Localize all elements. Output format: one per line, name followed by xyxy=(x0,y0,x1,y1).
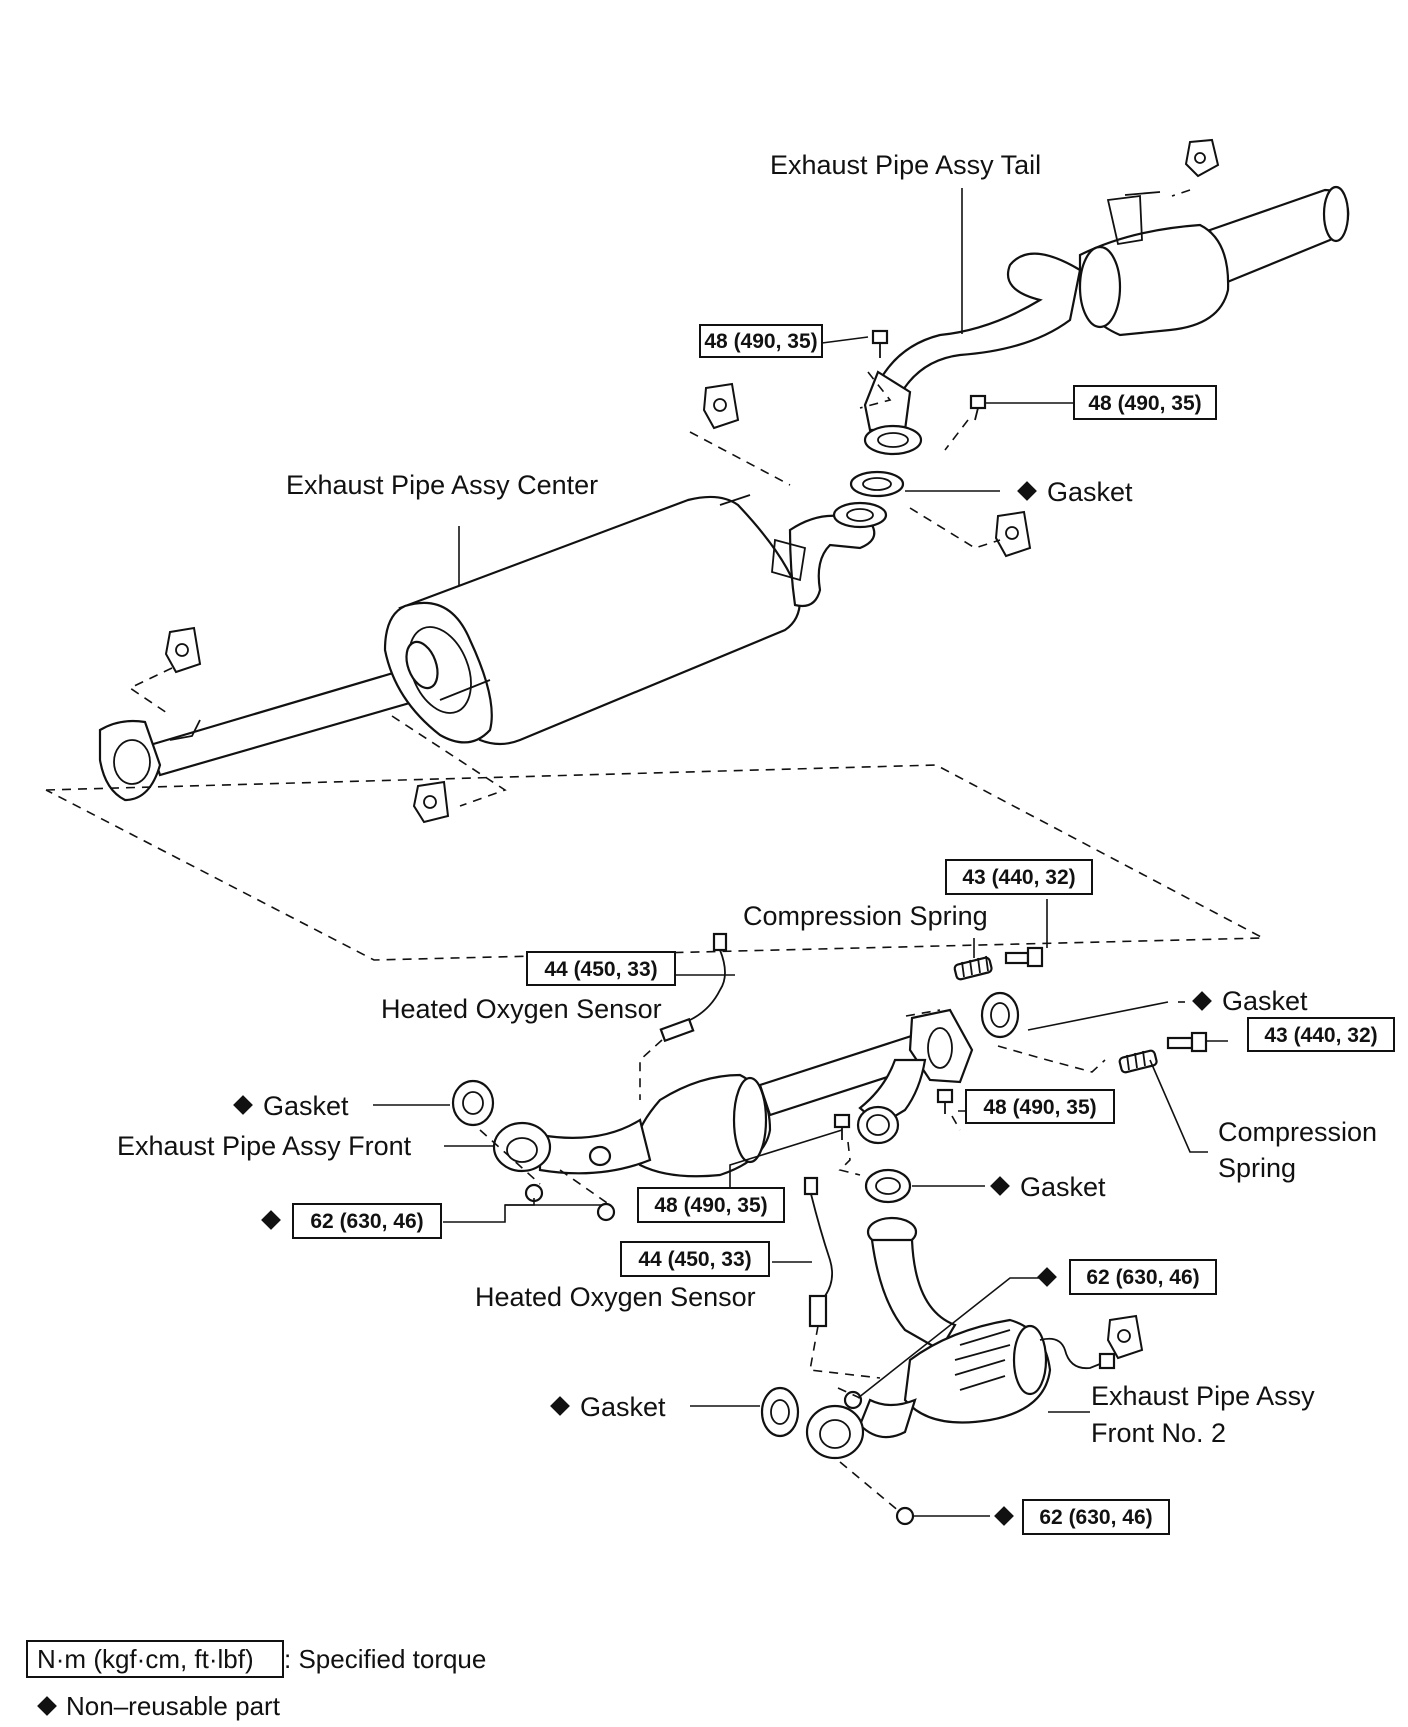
svg-text:48 (490, 35): 48 (490, 35) xyxy=(983,1096,1096,1119)
legend-nonreusable-desc: Non–reusable part xyxy=(66,1691,281,1721)
torque-box-no2-nut-lower: 62 (630, 46) xyxy=(994,1499,1170,1535)
svg-text:48 (490, 35): 48 (490, 35) xyxy=(704,330,817,353)
black-diamond-icon xyxy=(990,1176,1010,1196)
center-pipe-drawing xyxy=(98,494,888,802)
torque-box-flange-bolt-right: 48 (490, 35) xyxy=(965,1089,1115,1124)
tail-bolt-right-part xyxy=(969,394,987,421)
tail-gasket-part xyxy=(849,470,905,498)
label-tail-pipe: Exhaust Pipe Assy Tail xyxy=(770,150,1041,180)
label-compression-spring-upper: Compression Spring xyxy=(743,901,988,931)
legend-torque-desc: : Specified torque xyxy=(284,1644,486,1674)
label-gasket-tail: Gasket xyxy=(1047,477,1133,507)
torque-box-sensor-upper: 44 (450, 33) xyxy=(526,951,676,986)
oxygen-sensor-lower-part xyxy=(803,1176,834,1328)
hanger-icon xyxy=(1184,138,1220,178)
svg-text:48 (490, 35): 48 (490, 35) xyxy=(1088,392,1201,415)
black-diamond-icon xyxy=(261,1210,281,1230)
svg-text:44 (450, 33): 44 (450, 33) xyxy=(638,1248,751,1271)
label-heated-oxygen-sensor-lower: Heated Oxygen Sensor xyxy=(475,1282,756,1312)
gasket-front-flange-part xyxy=(980,991,1020,1039)
torque-box-front-nuts: 62 (630, 46) xyxy=(261,1203,442,1239)
torque-box-spring-bolt-right: 43 (440, 32) xyxy=(1247,1017,1395,1052)
svg-text:48 (490, 35): 48 (490, 35) xyxy=(654,1194,767,1217)
svg-text:62 (630, 46): 62 (630, 46) xyxy=(1039,1506,1152,1529)
hanger-icon xyxy=(702,382,740,430)
svg-text:44 (450, 33): 44 (450, 33) xyxy=(544,958,657,981)
front-pipe-drawing xyxy=(492,1008,974,1178)
compression-spring-upper-part xyxy=(953,946,1044,981)
torque-box-spring-bolt-upper: 43 (440, 32) xyxy=(945,859,1093,895)
black-diamond-icon xyxy=(550,1396,570,1416)
black-diamond-icon xyxy=(233,1095,253,1115)
front-bolt-mid-part xyxy=(833,1113,851,1140)
nonreusable-marker xyxy=(1017,481,1037,501)
tail-bolt-left-part xyxy=(871,329,889,358)
legend-torque-box xyxy=(26,1640,284,1678)
gasket-mid-part xyxy=(864,1168,912,1204)
torque-box-sensor-lower: 44 (450, 33) xyxy=(620,1241,770,1277)
torque-box-front-bolt-mid: 48 (490, 35) xyxy=(637,1187,785,1223)
hanger-icon xyxy=(164,626,202,674)
no2-nut-lower-part xyxy=(895,1506,915,1526)
label-heated-oxygen-sensor-upper: Heated Oxygen Sensor xyxy=(381,994,662,1024)
svg-text:43 (440, 32): 43 (440, 32) xyxy=(1264,1024,1377,1047)
label-gasket-left: Gasket xyxy=(263,1091,349,1121)
torque-box-tail-bolt-right: 48 (490, 35) xyxy=(1073,385,1217,420)
legend: N·m (kgf·cm, ft·lbf) : Specified torque … xyxy=(26,1640,486,1721)
front-nut-part xyxy=(596,1202,616,1222)
label-compression-spring-lower-1: Compression xyxy=(1218,1117,1377,1147)
gasket-bottom-part xyxy=(760,1386,800,1438)
front-bolt-right-part xyxy=(936,1088,954,1114)
svg-text:62 (630, 46): 62 (630, 46) xyxy=(310,1210,423,1233)
label-gasket-front-flange: Gasket xyxy=(1222,986,1308,1016)
hanger-icon xyxy=(1106,1314,1144,1360)
tail-pipe-drawing xyxy=(863,185,1350,456)
svg-text:62 (630, 46): 62 (630, 46) xyxy=(1086,1266,1199,1289)
hanger-icon xyxy=(412,780,450,824)
black-diamond-icon xyxy=(1017,481,1037,501)
oxygen-sensor-upper-part xyxy=(659,932,728,1043)
label-gasket-bottom: Gasket xyxy=(580,1392,666,1422)
torque-box-no2-nut-upper: 62 (630, 46) xyxy=(1037,1259,1217,1295)
torque-box-tail-bolt-left: 48 (490, 35) xyxy=(699,324,823,358)
compression-spring-lower-part xyxy=(1118,1031,1208,1074)
black-diamond-icon xyxy=(1192,991,1212,1011)
black-diamond-icon xyxy=(994,1506,1014,1526)
label-compression-spring-lower-2: Spring xyxy=(1218,1153,1296,1183)
black-diamond-icon xyxy=(37,1696,57,1716)
svg-text:43 (440, 32): 43 (440, 32) xyxy=(962,866,1075,889)
label-center-pipe: Exhaust Pipe Assy Center xyxy=(286,470,598,500)
hanger-icon xyxy=(994,510,1032,558)
front-no2-pipe-drawing xyxy=(805,1216,1116,1460)
legend-torque-unit: N·m (kgf·cm, ft·lbf) xyxy=(37,1644,254,1674)
leader-lines xyxy=(373,188,1228,1517)
label-front-no2-pipe-2: Front No. 2 xyxy=(1091,1418,1226,1448)
label-gasket-mid: Gasket xyxy=(1020,1172,1106,1202)
label-front-no2-pipe-1: Exhaust Pipe Assy xyxy=(1091,1381,1315,1411)
black-diamond-icon xyxy=(1037,1267,1057,1287)
label-front-pipe: Exhaust Pipe Assy Front xyxy=(117,1131,412,1161)
gasket-left-part xyxy=(451,1079,495,1127)
